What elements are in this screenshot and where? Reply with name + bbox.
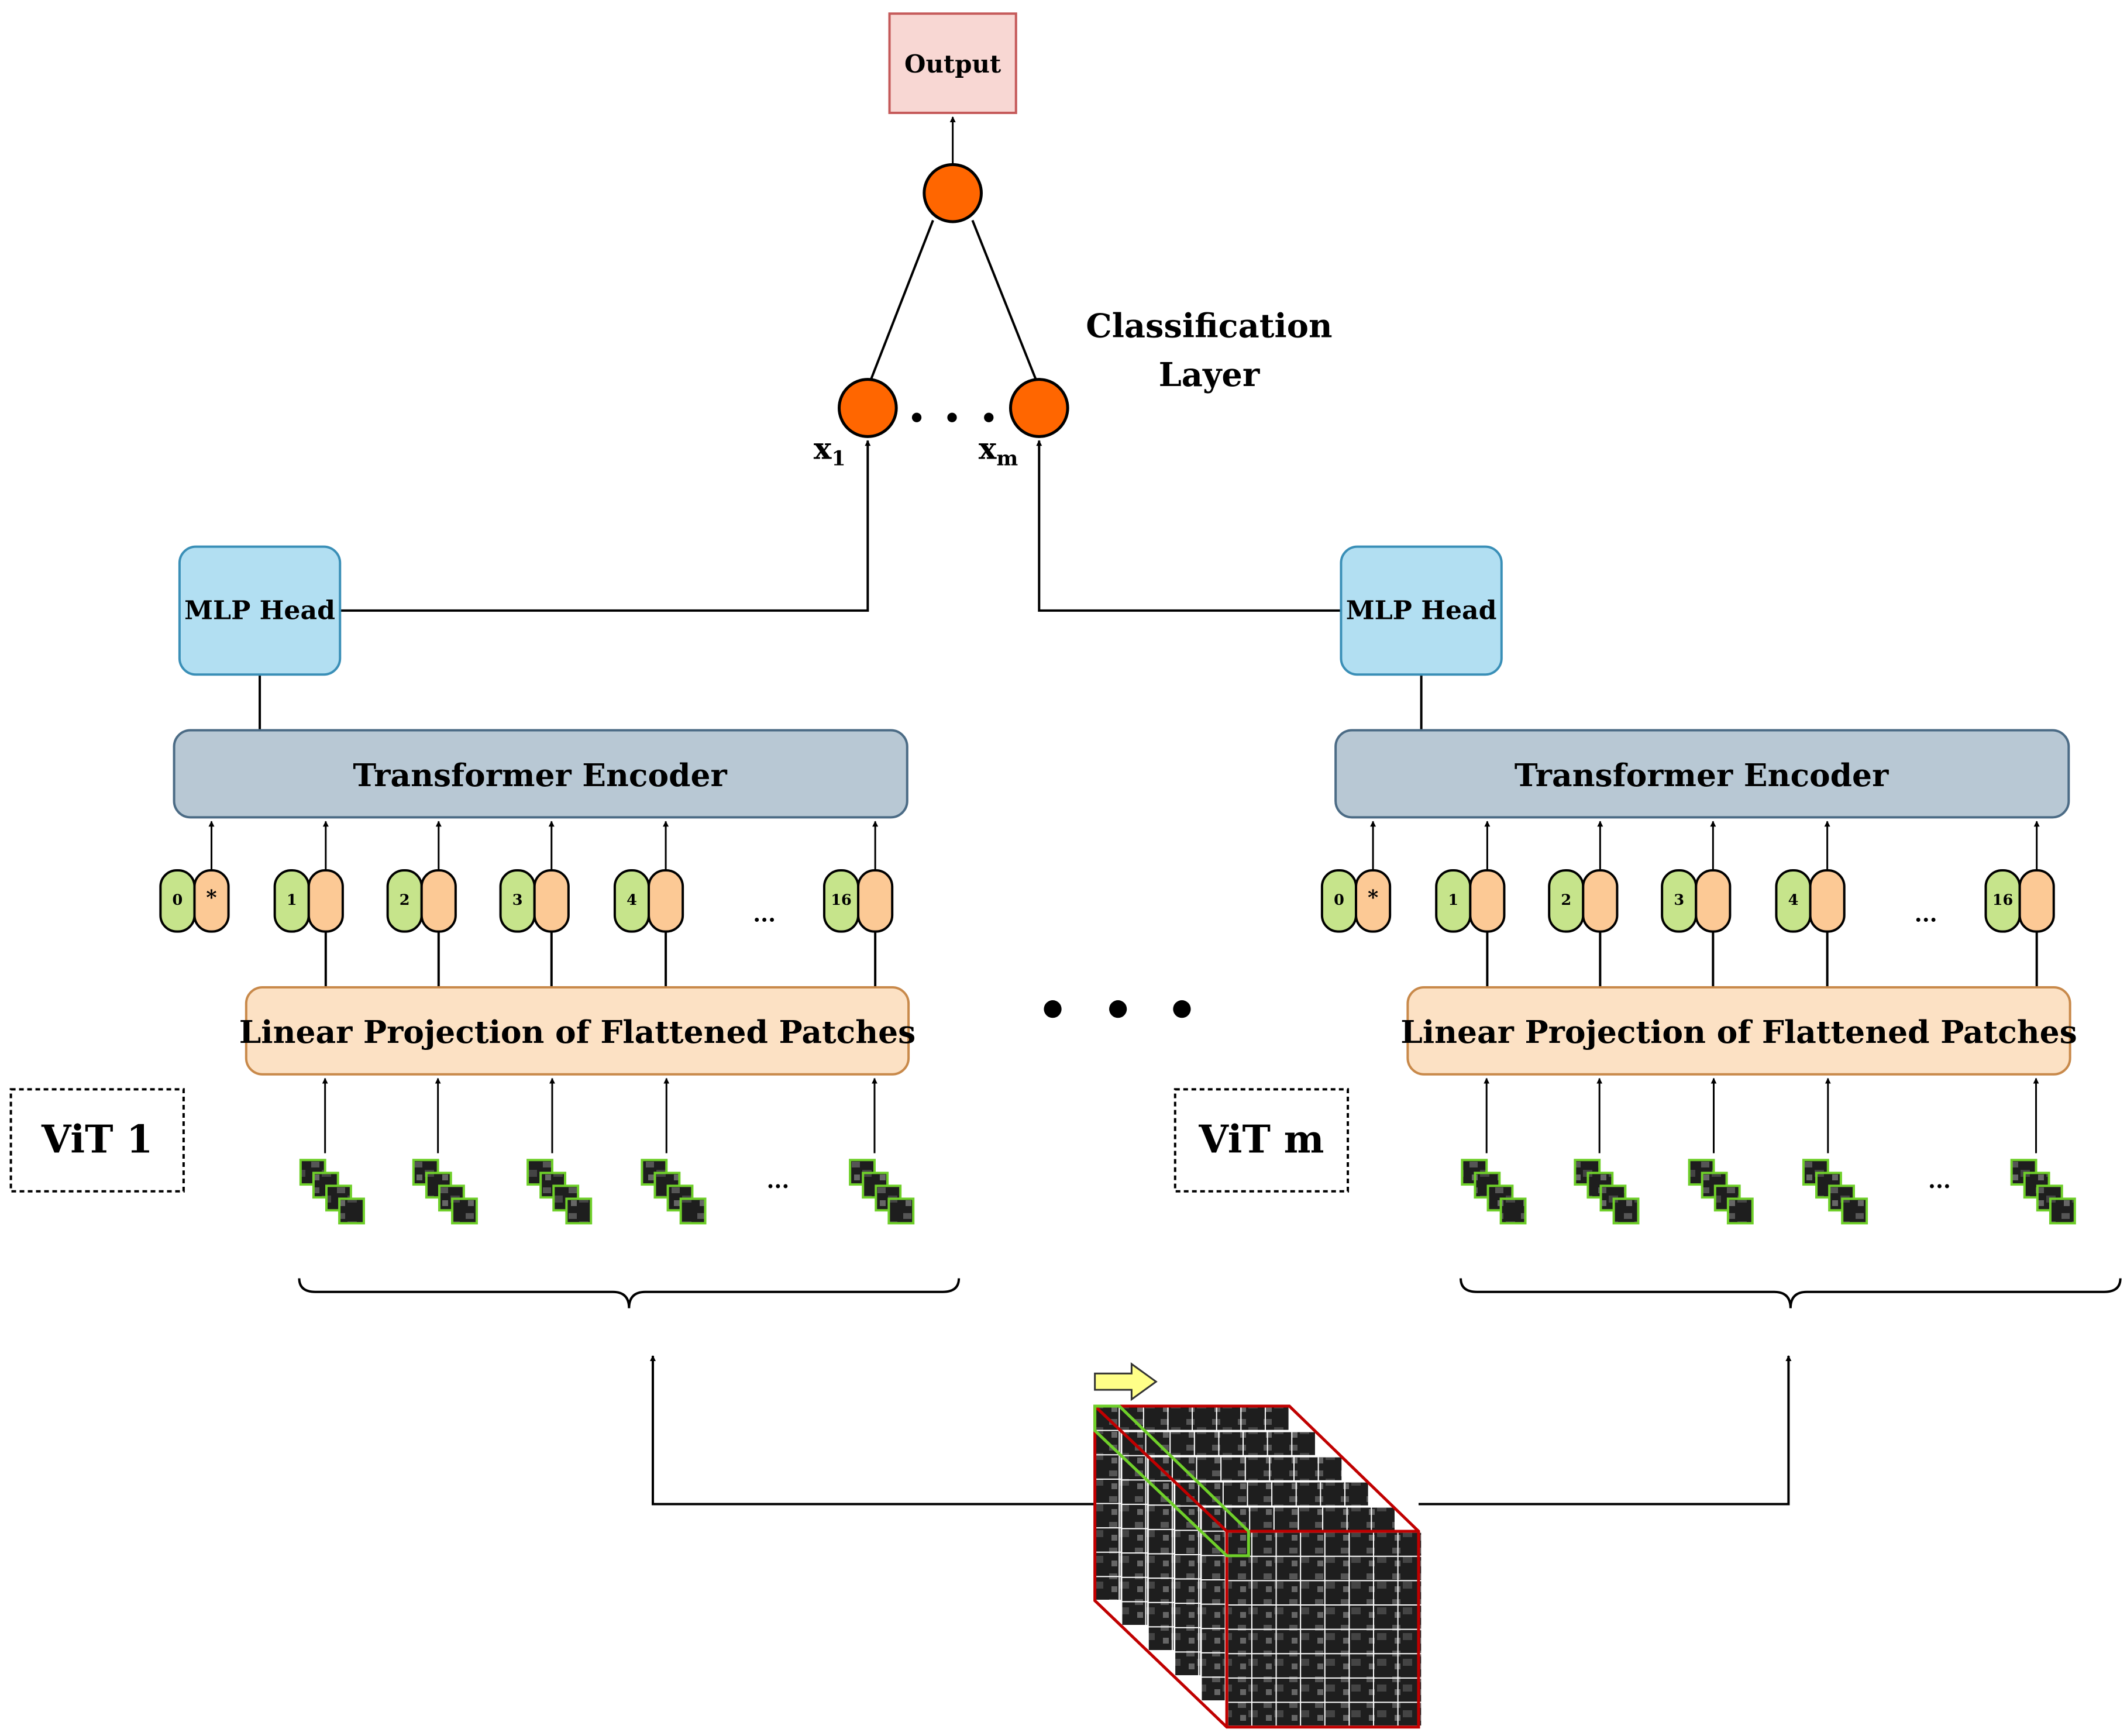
position-label: 0 [173, 891, 183, 909]
patch-token [857, 869, 894, 933]
patch-cube [565, 1197, 593, 1225]
position-label: 1 [287, 891, 297, 909]
vit-ellipsis-dot [1109, 1000, 1127, 1018]
vit-1-linear-projection [245, 986, 910, 1076]
vit-m-mlp-head [1340, 545, 1503, 676]
output-node [923, 163, 983, 223]
vit-m-patch-brace [1460, 1278, 2122, 1308]
patch-cube [1612, 1197, 1640, 1225]
patch-cube [338, 1197, 365, 1225]
position-label: 2 [400, 891, 410, 909]
classification-label-line1: Classification [1086, 308, 1332, 346]
class-token-symbol: * [206, 886, 216, 910]
position-label: 16 [831, 891, 852, 909]
vit-m-transformer-encoder [1334, 729, 2070, 819]
classification-label-line2: Layer [1159, 356, 1260, 394]
output-label: Output [904, 50, 1001, 78]
vit-1-patch-brace [298, 1278, 961, 1308]
patch-cube [887, 1197, 915, 1225]
vit-1-linear-projection-label: Linear Projection of Flattened Patches [239, 1014, 916, 1050]
input-node-last [1009, 378, 1069, 438]
vit-1-mlp-head-label: MLP Head [184, 595, 335, 625]
position-label: 16 [1992, 891, 2014, 909]
patch-cube [1499, 1197, 1527, 1225]
node-ellipsis-dot [984, 412, 994, 422]
vit-1-transformer-encoder-label: Transformer Encoder [353, 757, 727, 794]
patch-cube [1726, 1197, 1754, 1225]
volume-outline [1093, 1404, 1420, 1729]
patch-token [1469, 869, 1506, 933]
scan-direction-arrow-icon [1094, 1362, 1158, 1401]
input-node-first [838, 378, 898, 438]
patch-token [1582, 869, 1619, 933]
patch-cube [679, 1197, 707, 1225]
edge-right [971, 219, 1038, 381]
x-first-label-subscript: 1 [831, 446, 845, 470]
patch-token [1695, 869, 1732, 933]
x-first-label: x1 [814, 431, 846, 470]
node-ellipsis-dot [947, 412, 957, 422]
edge-left [869, 219, 934, 381]
position-label: 3 [1674, 891, 1684, 909]
position-label: 2 [1561, 891, 1571, 909]
patch-token [533, 869, 570, 933]
patch-cube [451, 1197, 478, 1225]
position-label: 4 [627, 891, 637, 909]
mlpm-to-node-last [1036, 440, 1341, 612]
vit-1-patch-ellipsis: ... [766, 1167, 789, 1193]
vit-1-token-ellipsis: ... [753, 901, 776, 926]
mlp1-to-node-first [340, 440, 871, 612]
vit-1-label-box [9, 1088, 185, 1193]
position-label: 3 [512, 891, 523, 909]
vit-m-patch-ellipsis: ... [1928, 1167, 1951, 1193]
patch-token [2018, 869, 2055, 933]
vit-1-mlp-head [178, 545, 342, 676]
shapes [9, 12, 2122, 1729]
class-token-symbol: * [1368, 886, 1378, 910]
vit-ellipsis-dot [1044, 1000, 1062, 1018]
class-token [193, 869, 230, 933]
volume-diagonal-edge [1093, 1405, 1228, 1532]
vit-m-linear-projection-label: Linear Projection of Flattened Patches [1400, 1014, 2077, 1050]
x-last-label-base: x [979, 431, 997, 466]
vit-m-mlp-head-label: MLP Head [1346, 595, 1497, 625]
vit-ellipsis-dot [1173, 1000, 1191, 1018]
patch-token [420, 869, 457, 933]
vit-1-label: ViT 1 [41, 1117, 153, 1162]
position-label: 4 [1788, 891, 1799, 909]
node-ellipsis-dot [911, 412, 922, 422]
vit-m-label: ViT m [1198, 1117, 1324, 1162]
vit-m-linear-projection [1406, 986, 2071, 1076]
highlighted-patch-tube [1093, 1404, 1250, 1558]
patch-cube [1841, 1197, 1868, 1225]
connector-lines [208, 116, 2040, 1506]
x-first-label-base: x [814, 431, 832, 466]
position-label: 1 [1448, 891, 1458, 909]
patch-token [648, 869, 684, 933]
x-last-label-subscript: m [996, 446, 1018, 470]
output-box [888, 12, 1017, 114]
volume-to-vit1-arrow [650, 1355, 1095, 1506]
vit-m-token-ellipsis: ... [1915, 901, 1937, 926]
patch-token [1809, 869, 1846, 933]
class-token [1355, 869, 1392, 933]
patch-token [307, 869, 344, 933]
vit-m-transformer-encoder-label: Transformer Encoder [1515, 757, 1889, 794]
volume-to-vitm-arrow [1418, 1355, 1792, 1506]
position-label: 0 [1334, 891, 1344, 909]
vit-1-transformer-encoder [173, 729, 908, 819]
vit-m-label-box [1173, 1088, 1350, 1193]
patch-cube [2049, 1197, 2076, 1225]
x-last-label: xm [979, 431, 1018, 470]
